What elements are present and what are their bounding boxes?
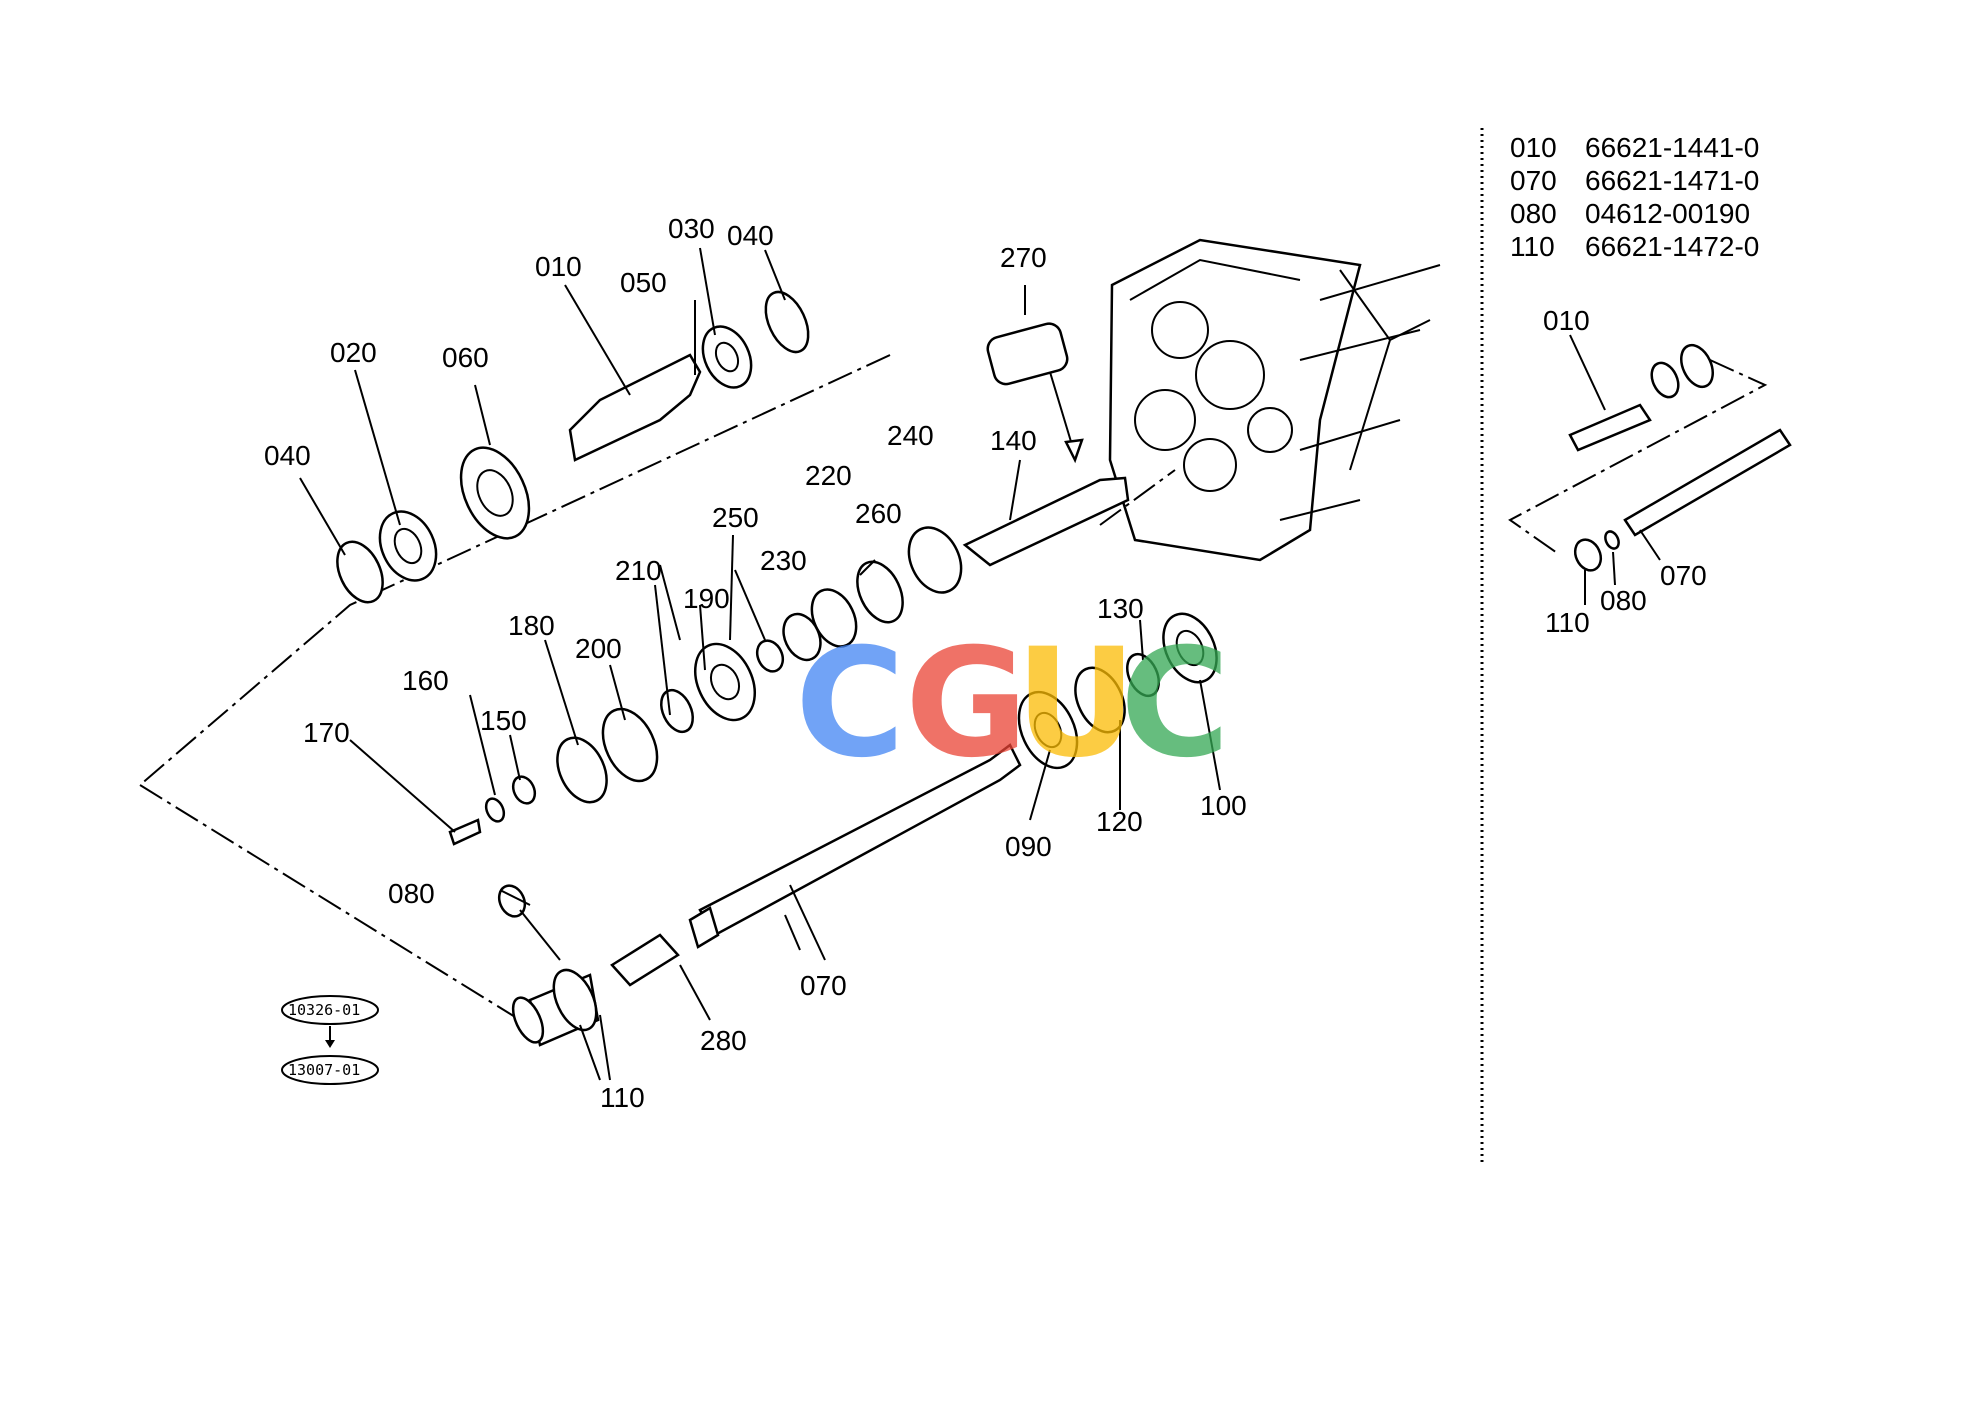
upper-shaft-assembly [336, 290, 1084, 604]
table-part-3: 66621-1472-0 [1585, 231, 1759, 262]
serial-reference: 10326-01 13007-01 [281, 995, 379, 1085]
callout-010: 010 [535, 251, 582, 282]
callout-190: 190 [683, 583, 730, 614]
inset-callout-010: 010 [1543, 305, 1590, 336]
callout-270: 270 [1000, 242, 1047, 273]
table-ref-3: 110 [1510, 231, 1555, 262]
callout-110: 110 [600, 1082, 645, 1113]
inset-diagram: 010 070 080 110 [1508, 305, 1792, 638]
table-part-2: 04612-00190 [1585, 198, 1750, 229]
callout-150: 150 [480, 705, 527, 736]
table-ref-1: 070 [1510, 165, 1557, 196]
callout-170: 170 [303, 717, 350, 748]
inset-callout-110: 110 [1545, 607, 1590, 638]
callout-260: 260 [855, 498, 902, 529]
watermark-letter-2: G [905, 617, 1028, 791]
inset-callout-080: 080 [1600, 585, 1647, 616]
callout-130: 130 [1097, 593, 1144, 624]
watermark-letter-4: C [1120, 617, 1230, 791]
callout-030: 030 [668, 213, 715, 244]
transmission-case [1099, 238, 1441, 562]
table-ref-2: 080 [1510, 198, 1557, 229]
callout-120: 120 [1096, 806, 1143, 837]
serial-from: 10326-01 [288, 1001, 360, 1019]
callout-080: 080 [388, 878, 435, 909]
middle-gear-set [448, 476, 1130, 846]
table-ref-0: 010 [1510, 132, 1557, 163]
serial-to: 13007-01 [288, 1061, 360, 1079]
callout-100: 100 [1200, 790, 1247, 821]
callout-050: 050 [620, 267, 667, 298]
callout-090: 090 [1005, 831, 1052, 862]
callout-040-lower: 040 [264, 440, 311, 471]
callout-280: 280 [700, 1025, 747, 1056]
callout-160: 160 [402, 665, 449, 696]
callout-020: 020 [330, 337, 377, 368]
table-part-1: 66621-1471-0 [1585, 165, 1759, 196]
inset-callout-070: 070 [1660, 560, 1707, 591]
table-part-0: 66621-1441-0 [1585, 132, 1759, 163]
callout-040-upper: 040 [727, 220, 774, 251]
callout-060: 060 [442, 342, 489, 373]
callout-140: 140 [990, 425, 1037, 456]
callout-210: 210 [615, 555, 662, 586]
leader-lines [299, 247, 1221, 1081]
callout-230: 230 [760, 545, 807, 576]
parts-table: 010 66621-1441-0 070 66621-1471-0 080 04… [1510, 132, 1759, 262]
cguc-watermark: C G U C [795, 617, 1230, 791]
callout-070: 070 [800, 970, 847, 1001]
callout-250: 250 [712, 502, 759, 533]
callout-180: 180 [508, 610, 555, 641]
lower-shaft-assembly [497, 612, 1218, 1047]
watermark-letter-3: U [1015, 617, 1137, 791]
callout-240: 240 [887, 420, 934, 451]
assembly-boundary-lines [139, 354, 891, 1021]
callout-200: 200 [575, 633, 622, 664]
watermark-letter-1: C [795, 617, 905, 791]
callout-labels: 010 020 030 040 040 050 060 070 080 090 … [264, 213, 1247, 1113]
callout-220: 220 [805, 460, 852, 491]
